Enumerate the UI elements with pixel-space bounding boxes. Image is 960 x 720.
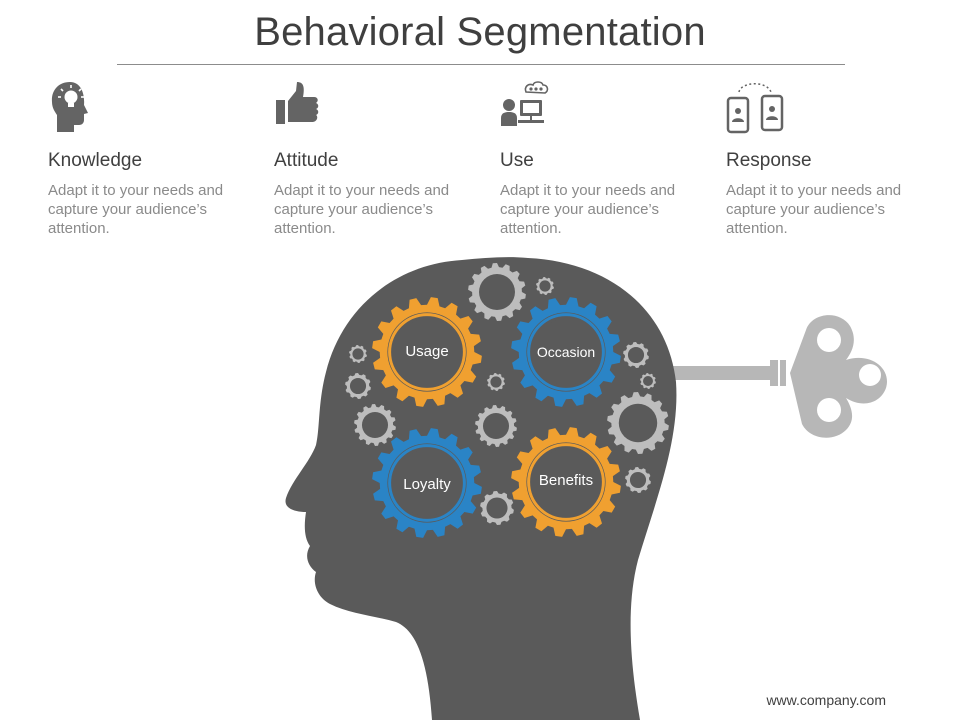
key-icon	[660, 315, 887, 438]
column-description: Adapt it to your needs and capture your …	[274, 182, 450, 237]
thumbs-up-icon	[276, 82, 319, 124]
gear-small-5-hole	[361, 411, 389, 439]
gear-usage-inner-ring	[388, 313, 466, 391]
column-attitude: Attitude Adapt it to your needs and capt…	[274, 78, 454, 238]
gear-label-loyalty: Loyalty	[403, 476, 451, 493]
column-response: Response Adapt it to your needs and capt…	[726, 78, 906, 238]
gear-small-10-hole	[643, 376, 653, 386]
phone-exchange-icon	[726, 83, 784, 134]
gear-loyalty-hub	[394, 450, 460, 516]
title-divider	[117, 64, 845, 65]
column-knowledge: Knowledge Adapt it to your needs and cap…	[48, 78, 228, 238]
gear-label-occasion: Occasion	[537, 344, 595, 360]
gear-occasion-hub	[533, 319, 599, 385]
gear-benefits-hub	[533, 449, 599, 515]
gear-label-usage: Usage	[405, 343, 448, 360]
gear-small-2-hole	[539, 280, 551, 292]
gear-occasion-inner-ring	[527, 313, 605, 391]
column-use: Use Adapt it to your needs and capture y…	[500, 78, 680, 238]
page-title: Behavioral Segmentation	[254, 10, 706, 54]
gear-small-1-hole	[479, 274, 515, 310]
gear-usage-hub	[394, 319, 460, 385]
gear-small-11-hole	[618, 403, 658, 443]
gear-small-7-hole	[482, 412, 510, 440]
gear-small-12-hole	[629, 471, 647, 489]
gear-small-3-hole	[352, 348, 364, 360]
column-description: Adapt it to your needs and capture your …	[48, 182, 224, 237]
gear-small-4-hole	[349, 377, 367, 395]
gear-small-8-hole	[486, 497, 508, 519]
column-description: Adapt it to your needs and capture your …	[726, 182, 902, 237]
column-description: Adapt it to your needs and capture your …	[500, 182, 676, 237]
column-heading: Knowledge	[48, 150, 143, 171]
column-heading: Response	[726, 150, 812, 171]
lightbulb-head-icon	[51, 82, 88, 132]
gear-benefits-inner-ring	[527, 443, 605, 521]
column-heading: Attitude	[274, 150, 339, 171]
company-website: www.company.com	[766, 692, 886, 708]
person-computer-icon	[501, 81, 549, 126]
gear-small-6-hole	[490, 376, 502, 388]
gear-loyalty-inner-ring	[388, 444, 466, 522]
gear-small-9-hole	[627, 346, 645, 364]
column-heading: Use	[500, 150, 534, 171]
gear-label-benefits: Benefits	[539, 472, 593, 489]
